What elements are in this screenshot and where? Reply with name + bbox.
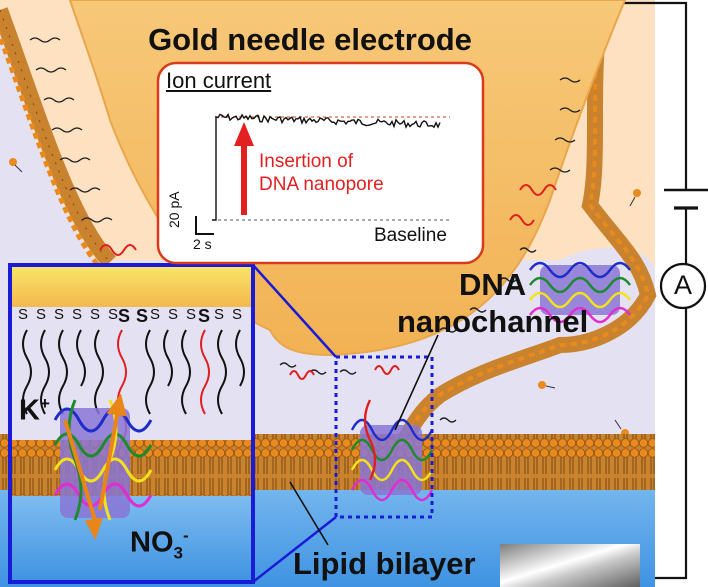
zoom-leader-bottom — [252, 516, 337, 583]
thiol-s-label: S — [186, 306, 197, 323]
thiol-s-label: S — [54, 306, 65, 323]
nanochannel-pointer — [394, 334, 439, 431]
zoom-box — [334, 355, 434, 519]
insertion-line-2: DNA nanopore — [259, 174, 384, 195]
thiol-s-label: S — [168, 306, 179, 323]
thiol-s-label: S — [136, 306, 149, 326]
inset-frame — [8, 263, 255, 584]
current-trace-box — [156, 61, 485, 265]
bilayer-pointer — [289, 481, 329, 546]
baseline-label: Baseline — [374, 225, 447, 246]
membrane-left-heads — [0, 29, 104, 272]
insertion-arrowhead — [234, 122, 254, 146]
current-trace — [212, 112, 441, 221]
potassium-symbol: K — [19, 394, 40, 427]
electrode-title: Gold needle electrode — [148, 22, 472, 57]
scale-bar — [195, 216, 214, 235]
thiol-s-label: S — [150, 306, 161, 323]
thiol-s-label: S — [214, 306, 225, 323]
scale-y-label: 20 pA — [166, 191, 182, 228]
lipid-bilayer-label: Lipid bilayer — [293, 546, 476, 581]
dna-nanochannel-line-1: DNA — [459, 267, 527, 302]
zoom-leader-top — [252, 264, 337, 358]
nitrate-label: NO3- — [130, 526, 189, 563]
scale-x-label: 2 s — [193, 236, 212, 252]
nitrate-charge: - — [182, 526, 189, 545]
thiol-s-label: S — [90, 306, 101, 323]
dna-nanochannel-tip — [350, 399, 434, 502]
thiol-s-label: S — [18, 306, 29, 323]
membrane-left-lipids — [0, 9, 111, 263]
nitrate-subscript: 3 — [173, 543, 183, 563]
insertion-line-1: Insertion of — [259, 151, 353, 172]
ammeter-symbol — [659, 262, 707, 310]
thiol-s-label: S — [36, 306, 47, 323]
thiol-s-label: S — [232, 306, 243, 323]
battery-symbol — [664, 188, 708, 210]
dna-nanochannel-pocket — [529, 261, 631, 324]
membrane-right-heads — [403, 17, 651, 441]
insertion-label: Insertion of DNA nanopore — [259, 150, 384, 196]
lipid-tails-needle — [29, 37, 581, 423]
dna-nanochannel-label: DNA nanochannel — [397, 266, 588, 340]
ammeter-label: A — [673, 270, 692, 300]
potassium-charge: + — [39, 394, 50, 413]
thiol-s-label: S — [108, 306, 119, 323]
inset-magnified — [10, 265, 253, 582]
dna-nanochannel-line-2: nanochannel — [397, 304, 589, 339]
potassium-label: K+ — [19, 394, 50, 428]
metal-plate — [500, 544, 640, 587]
nitrate-symbol: NO — [130, 526, 174, 559]
thiol-s-label: S — [72, 306, 83, 323]
thiol-s-label: S — [198, 306, 211, 326]
thiol-s-label: S — [118, 306, 131, 326]
ion-current-title: Ion current — [166, 68, 272, 93]
dna-strands-red — [99, 184, 557, 380]
